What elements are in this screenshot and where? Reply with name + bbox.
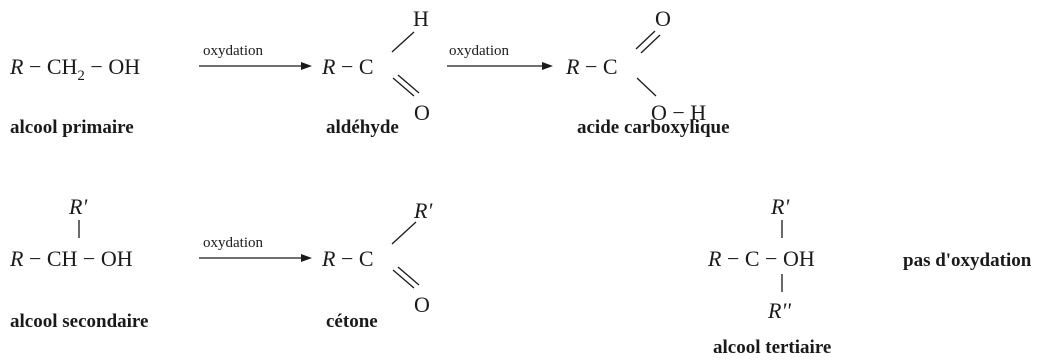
ch2-chain: − CH [23,54,77,79]
no-oxidation-label: pas d'oxydation [903,250,1032,271]
hydrogen-atom: H [413,6,429,31]
c-r-prime-bond [391,221,417,245]
c-h-bond [391,31,415,53]
c-oh-bond [636,77,657,97]
oxidation-arrow-1: oxydation [199,43,312,70]
c-oh-chain: − C − OH [721,246,814,271]
oxidation-arrow-2: oxydation [447,43,553,70]
ketone-formula: R − C R' O [321,198,432,317]
r-prime-group: R' [770,194,789,219]
r-group: R [321,246,336,271]
tertiary-alcohol-formula: R' R − C − OH R'' [707,194,815,323]
oxidation-arrow-2-label: oxydation [449,43,509,59]
tertiary-alcohol-caption: alcool tertiaire [713,337,831,358]
c-o-double-bond-2 [640,34,661,54]
svg-text:R − C: R − C [321,246,374,271]
c-o-double-bond-1 [392,269,415,289]
arrow-2-head [542,62,553,70]
r-group: R [707,246,722,271]
ch-oh-chain: − CH − OH [23,246,132,271]
carboxylic-acid-caption: acide carboxylique [577,117,730,138]
oxygen-atom: O [655,6,671,31]
aldehyde-caption: aldéhyde [326,117,399,138]
aldehyde-formula: R − C H O [321,6,430,125]
svg-text:R − C: R − C [565,54,618,79]
svg-text:R − C − OH: R − C − OH [707,246,815,271]
secondary-alcohol-formula: R' R − CH − OH [9,194,133,271]
svg-text:R − CH2 − OH: R − CH2 − OH [9,54,140,84]
ch2-subscript: 2 [77,68,85,84]
oxygen-atom: O [414,100,430,125]
oxidation-arrow-1-label: oxydation [203,43,263,59]
arrow-1-head [301,62,312,70]
svg-text:R − CH − OH: R − CH − OH [9,246,133,271]
r-group: R [9,246,24,271]
oxygen-atom: O [414,292,430,317]
hydroxyl-group: O − H [651,100,706,125]
c-o-double-bond-1 [635,30,656,50]
carboxylic-acid-formula: R − C O O − H [565,6,706,125]
carbon-core: − C [335,246,373,271]
primary-alcohol-caption: alcool primaire [10,117,134,138]
r-group: R [321,54,336,79]
oxidation-arrow-3: oxydation [199,235,312,262]
c-o-double-bond-2 [397,74,420,94]
r-prime-group: R' [413,198,432,223]
primary-alcohol-formula: R − CH2 − OH [9,54,140,84]
r-prime-group: R' [68,194,87,219]
r-group: R [565,54,580,79]
oxidation-arrow-3-label: oxydation [203,235,263,251]
ketone-caption: cétone [326,311,378,332]
carbon-core: − C [579,54,617,79]
carbon-core: − C [335,54,373,79]
r-double-prime-group: R'' [767,298,791,323]
r-group: R [9,54,24,79]
secondary-alcohol-caption: alcool secondaire [10,311,148,332]
c-o-double-bond-1 [392,77,415,97]
svg-text:R − C: R − C [321,54,374,79]
c-o-double-bond-2 [397,266,420,286]
hydroxyl-group: − OH [85,54,140,79]
arrow-3-head [301,254,312,262]
